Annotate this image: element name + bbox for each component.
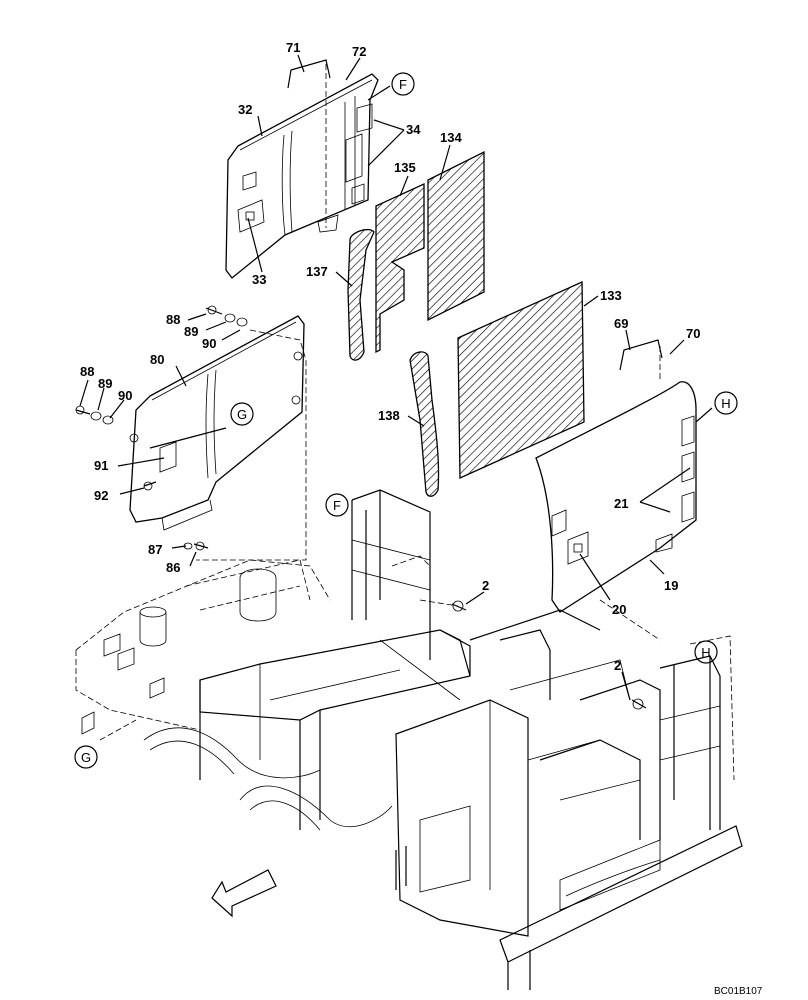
seal-138 (409, 351, 440, 497)
svg-text:H: H (721, 396, 730, 411)
ref-circle-h-upper: H (714, 391, 738, 415)
callout-134: 134 (440, 130, 462, 145)
handle-69 (619, 339, 663, 380)
callout-34: 34 (406, 122, 421, 137)
front-direction-arrow (211, 869, 277, 918)
callout-89-upper: 89 (184, 324, 198, 339)
ref-circle-f-lower: F (325, 493, 349, 517)
callout-90-upper: 90 (202, 336, 216, 351)
ref-circle-f-upper: F (391, 72, 415, 96)
svg-text:G: G (81, 750, 91, 765)
callout-86: 86 (166, 560, 180, 575)
callout-21: 21 (614, 496, 628, 511)
callout-33: 33 (252, 272, 266, 287)
drawing-code: BC01B107 (714, 986, 763, 997)
callout-72: 72 (352, 44, 366, 59)
svg-text:F: F (399, 77, 407, 92)
callout-2-upper: 2 (482, 578, 489, 593)
callout-92: 92 (94, 488, 108, 503)
callout-135: 135 (394, 160, 416, 175)
callout-70: 70 (686, 326, 700, 341)
side-cover-80 (129, 315, 307, 561)
callout-90-lower: 90 (118, 388, 132, 403)
ref-circle-g-upper: G (230, 402, 254, 426)
upper-cover-32 (225, 73, 379, 279)
callout-2-lower: 2 (614, 658, 621, 673)
svg-text:F: F (333, 498, 341, 513)
callout-137: 137 (306, 264, 328, 279)
callout-69: 69 (614, 316, 628, 331)
side-door-19 (535, 381, 697, 613)
callout-133: 133 (600, 288, 622, 303)
callout-91: 91 (94, 458, 108, 473)
callout-138: 138 (378, 408, 400, 423)
callout-71: 71 (286, 40, 300, 55)
leader-lines (79, 54, 713, 701)
callout-19: 19 (664, 578, 678, 593)
ref-circle-g-lower: G (74, 745, 98, 769)
callout-32: 32 (238, 102, 252, 117)
svg-text:G: G (237, 407, 247, 422)
callout-88-upper: 88 (166, 312, 180, 327)
filter-133 (457, 280, 585, 480)
handle-71 (287, 59, 331, 228)
callout-20: 20 (612, 602, 626, 617)
ref-circle-h-lower: H (694, 640, 718, 664)
callout-labels: 71 72 32 34 134 135 33 137 133 69 70 88 … (80, 40, 700, 673)
filter-134 (427, 150, 485, 322)
callout-88-lower: 88 (80, 364, 94, 379)
svg-text:H: H (701, 645, 710, 660)
callout-89-lower: 89 (98, 376, 112, 391)
callout-87: 87 (148, 542, 162, 557)
machine-frame (75, 489, 743, 990)
filter-135 (375, 182, 425, 354)
callout-80: 80 (150, 352, 164, 367)
seal-137 (347, 228, 375, 361)
